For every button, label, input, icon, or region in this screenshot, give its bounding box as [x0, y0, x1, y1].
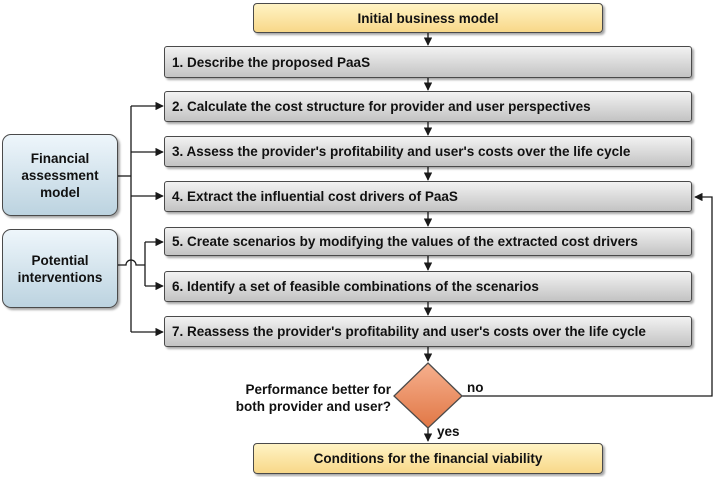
decision-no-label: no: [467, 380, 484, 395]
step-3: 3. Assess the provider's profitability a…: [164, 136, 692, 167]
step-1: 1. Describe the proposed PaaS: [164, 46, 692, 78]
end-box: Conditions for the financial viability: [253, 443, 603, 474]
step-7: 7. Reassess the provider's profitability…: [164, 316, 692, 347]
potential-interventions-box: Potential interventions: [2, 229, 118, 308]
step-6: 6. Identify a set of feasible combinatio…: [164, 271, 692, 302]
step-2: 2. Calculate the cost structure for prov…: [164, 91, 692, 122]
step-5: 5. Create scenarios by modifying the val…: [164, 227, 692, 256]
decision-question: Performance better for both provider and…: [235, 382, 391, 414]
arrow-no-loop: [462, 192, 713, 397]
decision-yes-label: yes: [437, 424, 460, 439]
connector-pi: [118, 259, 145, 266]
start-box: Initial business model: [253, 3, 603, 33]
financial-assessment-model-box: Financial assessment model: [2, 134, 118, 216]
step-4: 4. Extract the influential cost drivers …: [164, 181, 692, 212]
decision-diamond: [393, 362, 463, 429]
